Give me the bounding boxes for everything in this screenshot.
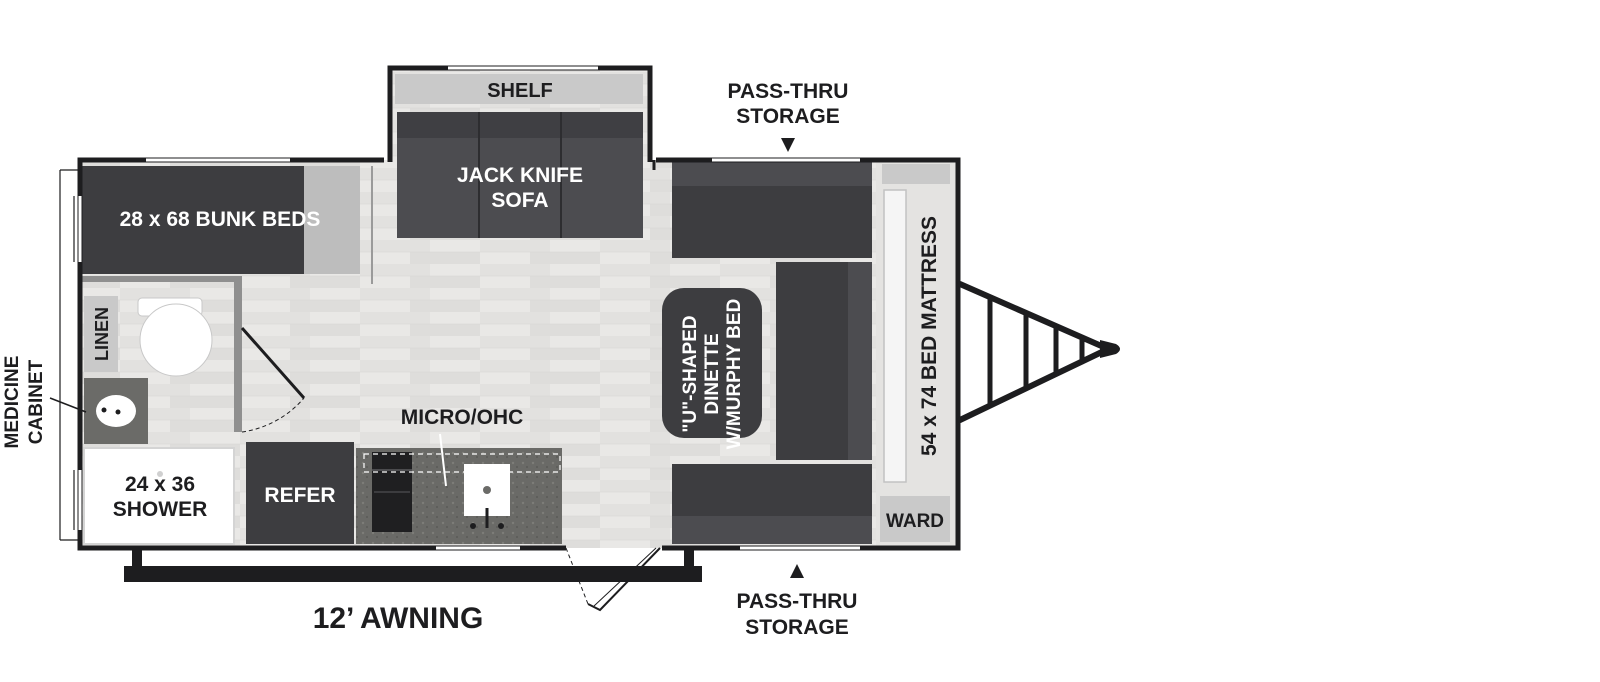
sofa-label-line1: JACK KNIFE bbox=[457, 164, 583, 187]
medicine-cabinet-label-line1: MEDICINE bbox=[2, 356, 23, 449]
shelf bbox=[395, 74, 643, 104]
micro-ohc-label: MICRO/OHC bbox=[401, 406, 524, 429]
pass-thru-bottom-arrow-icon bbox=[790, 564, 804, 578]
dinette-label-line3: W/MURPHY BED bbox=[724, 299, 745, 450]
sofa-label-line2: SOFA bbox=[491, 189, 548, 212]
bathroom-partition-vert bbox=[234, 282, 242, 432]
dinette-table bbox=[662, 288, 762, 438]
shower-label-line1: 24 x 36 bbox=[125, 473, 195, 496]
hitch-coupler-icon bbox=[1100, 340, 1120, 358]
linen-label: LINEN bbox=[92, 307, 112, 361]
front-bed-mattress bbox=[883, 189, 907, 483]
medicine-cabinet-label-line2: CABINET bbox=[26, 359, 47, 444]
bathroom-door-swing bbox=[241, 397, 305, 433]
refer-label: REFER bbox=[264, 484, 335, 507]
micro-ohc-leader bbox=[439, 433, 447, 487]
pass-thru-bottom-line1: PASS-THRU bbox=[737, 590, 858, 613]
dinette-label-line1: "U"-SHAPED bbox=[680, 315, 701, 432]
wardrobe bbox=[880, 496, 950, 542]
pass-thru-top-line1: PASS-THRU bbox=[728, 80, 849, 103]
dinette-label-line2: DINETTE bbox=[702, 333, 723, 414]
bed-mattress-label: 54 x 74 BED MATTRESS bbox=[918, 216, 941, 456]
shower bbox=[83, 447, 235, 545]
pass-thru-top-arrow-icon bbox=[781, 138, 795, 152]
linen-cabinet bbox=[84, 296, 118, 372]
awning bbox=[124, 550, 702, 582]
pass-thru-top-line2: STORAGE bbox=[736, 105, 839, 128]
front-cabinet-top bbox=[882, 164, 950, 184]
bunk-beds-label: 28 x 68 BUNK BEDS bbox=[120, 208, 321, 231]
shower-label-line2: SHOWER bbox=[113, 498, 208, 521]
jack-knife-sofa bbox=[397, 112, 643, 238]
hitch-tongue bbox=[957, 281, 1109, 423]
bunk-beds bbox=[82, 166, 304, 274]
pass-thru-bottom-line2: STORAGE bbox=[745, 616, 848, 639]
bathroom-partition bbox=[82, 276, 242, 282]
awning-label: 12’ AWNING bbox=[313, 602, 484, 635]
refrigerator bbox=[246, 442, 354, 544]
shelf-label: SHELF bbox=[487, 80, 553, 102]
bunk-ladder bbox=[304, 166, 360, 274]
overhead-cabinet-outline bbox=[363, 453, 561, 473]
ward-label: WARD bbox=[886, 511, 944, 532]
toilet bbox=[137, 297, 213, 377]
windows bbox=[78, 66, 860, 550]
